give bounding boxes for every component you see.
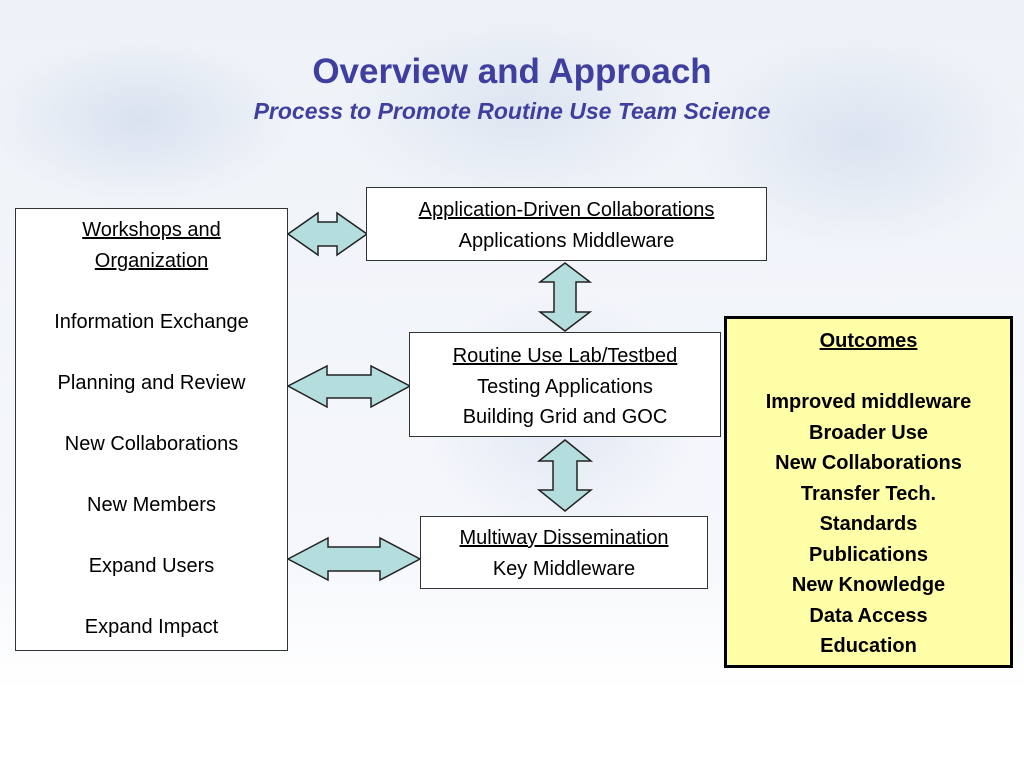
routine-use-box: Routine Use Lab/Testbed Testing Applicat… (409, 332, 721, 437)
dissemination-box: Multiway Dissemination Key Middleware (420, 516, 708, 589)
workshops-item: Planning and Review (57, 371, 246, 394)
page-title: Overview and Approach (312, 52, 712, 91)
workshops-heading-line1: Workshops and (82, 219, 221, 241)
routine-box-line: Building Grid and GOC (462, 406, 668, 428)
double-arrow-app-to-routine (537, 262, 593, 332)
page-subtitle: Process to Promote Routine Use Team Scie… (253, 98, 771, 124)
multi-box-line: Key Middleware (492, 557, 636, 580)
workshops-item: New Members (87, 493, 216, 516)
app-box-heading: Application-Driven Collaborations (418, 199, 715, 221)
outcome-item: Education (820, 635, 917, 657)
routine-box-heading: Routine Use Lab/Testbed (452, 345, 678, 367)
workshops-item: Expand Impact (84, 615, 219, 638)
app-box-applications: Applications (458, 229, 567, 252)
outcomes-box: Outcomes Improved middleware Broader Use… (724, 316, 1013, 668)
app-box-middleware: Middleware (572, 229, 675, 252)
workshops-heading-line2: Organization (94, 249, 209, 272)
workshops-item: Information Exchange (54, 310, 249, 333)
outcome-item: Publications (809, 543, 928, 566)
workshops-box: Workshops and Organization Information E… (15, 208, 288, 651)
outcome-item: Transfer Tech. (800, 482, 937, 505)
routine-box-line: Testing Applications (477, 375, 653, 398)
multi-box-heading: Multiway Dissemination (459, 527, 669, 549)
outcome-item: New Knowledge (791, 574, 946, 596)
outcome-item: Standards (819, 513, 918, 535)
workshops-item: New Collaborations (64, 432, 239, 455)
application-collaborations-box: Application-Driven Collaborations Applic… (366, 187, 767, 261)
outcome-item: Data Access (809, 604, 928, 627)
outcomes-heading: Outcomes (819, 330, 918, 352)
double-arrow-routine-to-multi (536, 439, 594, 512)
outcome-item: Improved middleware (765, 391, 972, 413)
outcome-item: Broader Use (809, 421, 928, 444)
outcome-item: New Collaborations (775, 452, 962, 474)
double-arrow-left-to-routine (286, 364, 412, 409)
double-arrow-left-to-app (286, 211, 369, 257)
workshops-item: Expand Users (88, 554, 215, 577)
double-arrow-left-to-multi (286, 536, 422, 582)
